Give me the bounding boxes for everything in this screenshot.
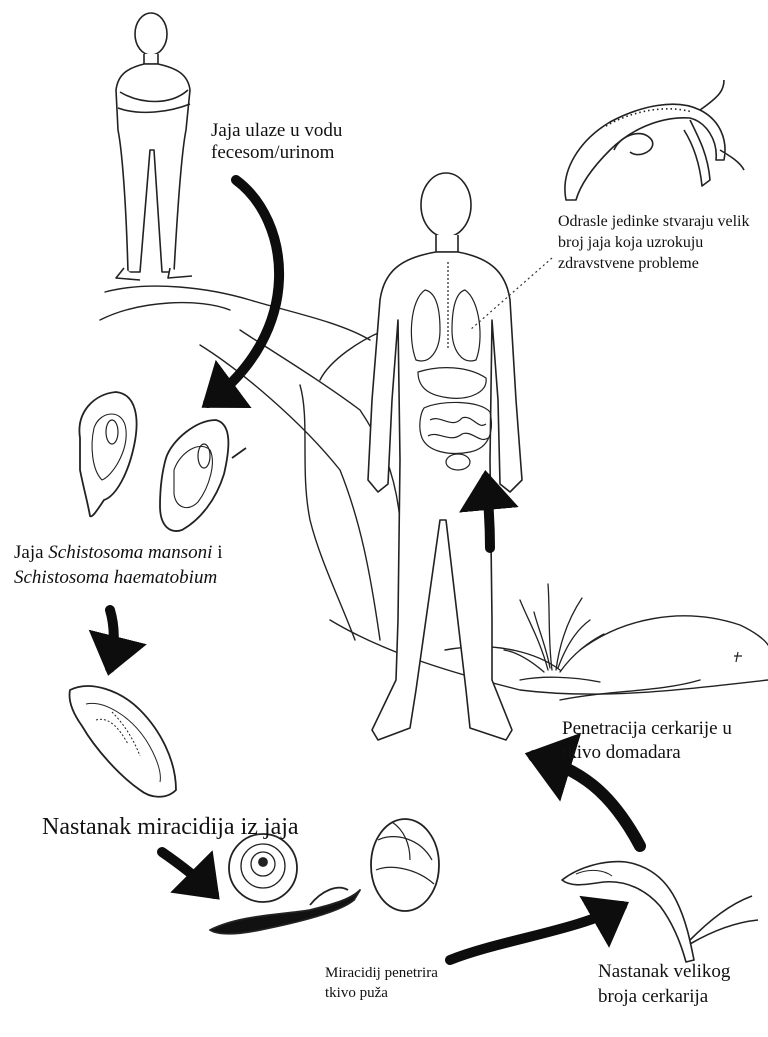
cercaria <box>562 862 758 962</box>
label-line: tkivo domadara <box>562 741 732 765</box>
label-adult-worms: Odrasle jedinke stvaraju velik broj jaja… <box>558 212 750 274</box>
label-miracidium-penetrates-snail: Miracidij penetrira tkivo puža <box>325 963 438 1004</box>
label-text: i <box>212 542 222 563</box>
label-line: Miracidij penetrira <box>325 963 438 983</box>
label-line: Penetracija cerkarije u <box>562 717 732 741</box>
label-line: Odrasle jedinke stvaraju velik <box>558 212 750 233</box>
label-egg-species: Jaja Schistosoma mansoni i Schistosoma h… <box>14 541 222 590</box>
label-line: fecesom/urinom <box>211 142 342 164</box>
arrow-feces-to-eggs <box>208 180 279 403</box>
miracidium <box>70 686 177 797</box>
human-figure-central <box>368 173 522 740</box>
label-eggs-enter-water: Jaja ulaze u vodu fecesom/urinom <box>211 120 342 164</box>
label-cercaria-penetration: Penetracija cerkarije u tkivo domadara <box>562 717 732 765</box>
small-sprout <box>734 652 742 662</box>
person-top-left <box>116 13 192 280</box>
snail-shell <box>371 819 439 911</box>
label-line: Nastanak velikog <box>598 960 730 985</box>
arrow-eggs-to-miracidium <box>110 610 114 668</box>
label-line: Jaja Schistosoma mansoni i <box>14 541 222 566</box>
label-line: broj jaja koja uzrokuju <box>558 233 750 254</box>
grass-tuft <box>504 584 604 682</box>
label-line: broja cerkarija <box>598 985 730 1010</box>
label-text: Jaja <box>14 542 48 563</box>
label-line: Jaja ulaze u vodu <box>211 120 342 142</box>
adult-worm-pair <box>565 80 744 200</box>
arrow-miracidium-to-snail <box>162 852 214 894</box>
species-name: Schistosoma mansoni <box>48 542 212 563</box>
label-cercariae-formation: Nastanak velikog broja cerkarija <box>598 960 730 1009</box>
schistosome-eggs <box>79 392 246 531</box>
arrow-cercariae-to-host <box>534 756 640 846</box>
species-name: Schistosoma haematobium <box>14 566 222 591</box>
snail <box>210 834 360 934</box>
label-line: zdravstvene probleme <box>558 254 750 275</box>
label-miracidium-hatch: Nastanak miracidija iz jaja <box>42 814 299 842</box>
arrow-into-body <box>486 478 490 548</box>
label-line: tkivo puža <box>325 983 438 1003</box>
arrow-snail-to-cercariae <box>450 906 622 960</box>
